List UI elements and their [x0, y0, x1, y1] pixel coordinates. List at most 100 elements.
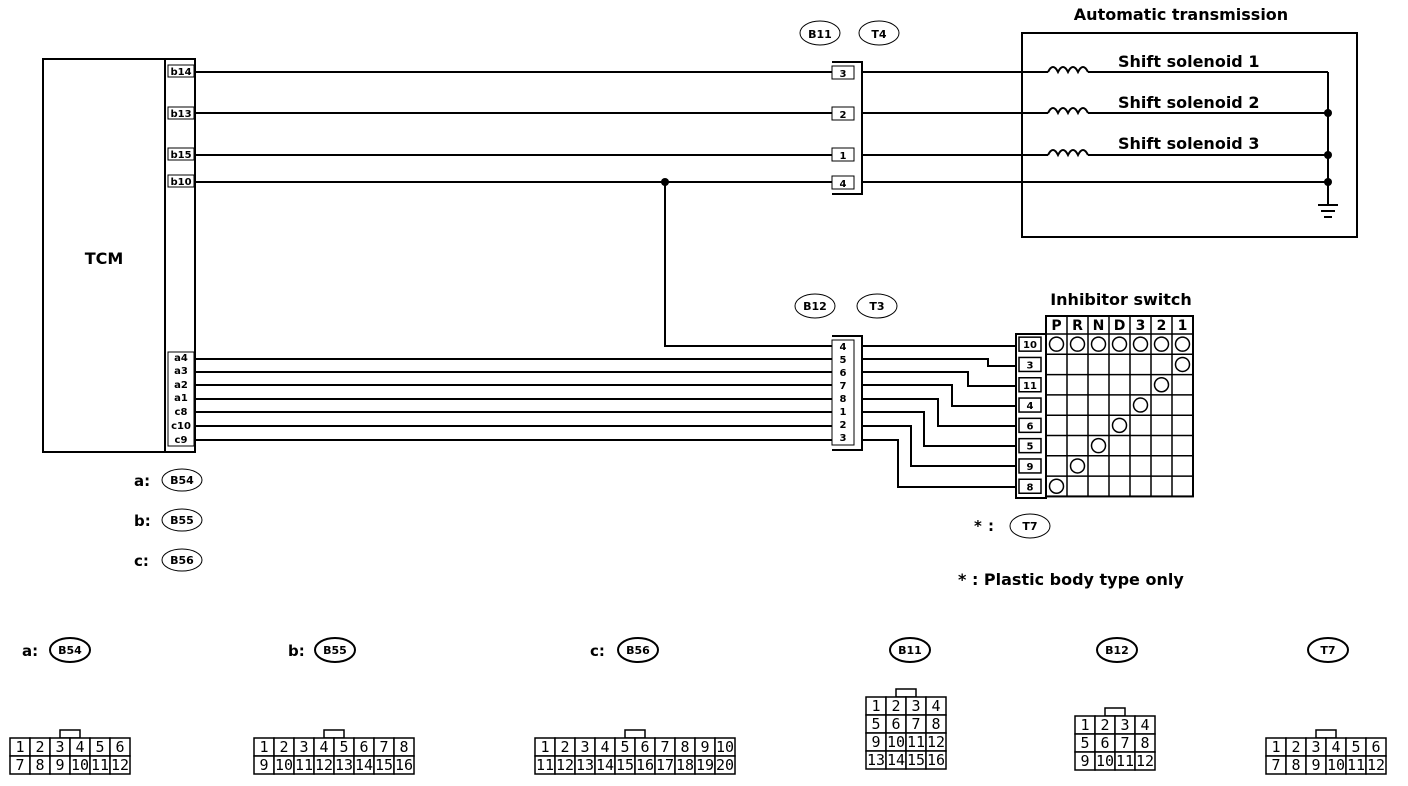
note-code: T7: [1022, 520, 1037, 533]
connector-cavity-number: 5: [95, 738, 104, 756]
connector-cavity-number: 7: [1120, 734, 1129, 752]
connector-cavity-number: 10: [1327, 756, 1345, 774]
legend-code: B55: [170, 514, 194, 527]
connector-cavity-number: 8: [680, 738, 689, 756]
connector-cavity-number: 8: [35, 756, 44, 774]
tcm-pin-label: b13: [170, 109, 191, 120]
connector-cavity-number: 12: [556, 756, 574, 774]
connector-cavity-number: 15: [375, 756, 393, 774]
upper-connector-pin: 4: [840, 179, 847, 190]
connector-legend: a: B54 b: B55 c: B56: [134, 468, 203, 572]
connector-cavity-number: 4: [1140, 716, 1149, 734]
connector-cavity-number: 7: [15, 756, 24, 774]
connector-cavity-number: 12: [315, 756, 333, 774]
connector-cavity-number: 5: [1080, 734, 1089, 752]
inhibitor-title: Inhibitor switch: [1050, 290, 1192, 309]
connector-cavity-number: 8: [1140, 734, 1149, 752]
lower-connector-pin: 5: [840, 355, 847, 366]
note-text: * : Plastic body type only: [958, 570, 1184, 589]
connector-cavity-number: 16: [395, 756, 413, 774]
position-header: D: [1114, 318, 1126, 334]
connector-cavity-number: 14: [355, 756, 373, 774]
tcm-pin-label: a4: [174, 353, 188, 364]
connector-cavity-number: 14: [596, 756, 614, 774]
coil-icon: [1047, 149, 1089, 158]
connector-cavity-number: 13: [576, 756, 594, 774]
lower-wires: [195, 358, 832, 441]
inhibitor-pin: 8: [1027, 482, 1034, 493]
connector-cavity-number: 7: [379, 738, 388, 756]
continuity-mark: [1069, 336, 1086, 352]
position-header: 2: [1157, 318, 1167, 334]
connector-cavity-number: 12: [1367, 756, 1385, 774]
connector-cavity-number: 2: [560, 738, 569, 756]
connector-cavity-number: 11: [1347, 756, 1365, 774]
tcm-pin-label: b10: [170, 177, 191, 188]
connector-cavity-number: 1: [540, 738, 549, 756]
inhibitor-pin: 3: [1027, 360, 1034, 371]
coil-icon: [1047, 107, 1089, 116]
connector-cavity-number: 16: [636, 756, 654, 774]
connector-cavity-number: 13: [867, 751, 885, 769]
legend-letter: a:: [134, 472, 150, 490]
continuity-mark: [1153, 377, 1170, 393]
tcm-pin-strip: [164, 58, 196, 453]
connector-cavity-number: 12: [927, 733, 945, 751]
connector-cavity-number: 8: [399, 738, 408, 756]
continuity-mark: [1111, 336, 1128, 352]
coil-icon: [1047, 66, 1089, 75]
legend-letter: b:: [134, 512, 151, 530]
solenoid-label: Shift solenoid 1: [1118, 52, 1259, 71]
lower-connector-pin: 2: [840, 420, 847, 431]
tcm-pin-label: a2: [174, 380, 188, 391]
connector-cavity-number: 10: [71, 756, 89, 774]
connector-view-code: B55: [323, 644, 347, 657]
lower-connector-code: T3: [869, 300, 884, 313]
tcm-pin-label: b14: [170, 67, 191, 78]
connector-cavity-number: 6: [1100, 734, 1109, 752]
tcm-top-pins: b14 b13 b15 b10: [167, 64, 195, 188]
connector-cavity-number: 10: [887, 733, 905, 751]
upper-connector-pin: 3: [840, 69, 847, 80]
lower-connector-pin: 3: [840, 433, 847, 444]
connector-cavity-number: 2: [1100, 716, 1109, 734]
lower-connector-code: B12: [803, 300, 827, 313]
connector-cavity-number: 5: [1351, 738, 1360, 756]
tcm-pin-label: c9: [175, 435, 188, 446]
connector-cavity-number: 15: [907, 751, 925, 769]
connector-cavity-number: 12: [111, 756, 129, 774]
connector-cavity-number: 9: [1080, 752, 1089, 770]
position-header: R: [1072, 318, 1083, 334]
transmission-wires: [862, 71, 1328, 183]
connector-cavity-number: 7: [1271, 756, 1280, 774]
continuity-mark: [1174, 336, 1191, 352]
connector-cavity-number: 3: [1120, 716, 1129, 734]
inhibitor-pin: 6: [1027, 421, 1034, 432]
connector-cavity-number: 1: [1271, 738, 1280, 756]
connector-cavity-number: 3: [55, 738, 64, 756]
upper-connector-code: B11: [808, 28, 832, 41]
connector-cavity-number: 13: [335, 756, 353, 774]
connector-cavity-number: 6: [115, 738, 124, 756]
ground-icon: [1318, 204, 1338, 218]
transmission-box: Automatic transmission Shift solenoid 1 …: [1021, 5, 1358, 238]
connector-cavity-number: 11: [1116, 752, 1134, 770]
connector-cavity-number: 11: [295, 756, 313, 774]
connector-cavity-number: 8: [931, 715, 940, 733]
note: * : T7 * : Plastic body type only: [958, 513, 1184, 589]
tcm-label: TCM: [85, 249, 124, 268]
continuity-mark: [1174, 356, 1191, 373]
continuity-mark: [1090, 336, 1107, 352]
connector-cavity-number: 19: [696, 756, 714, 774]
upper-connector-code: T4: [871, 28, 887, 41]
connector-view-code: B11: [898, 644, 922, 657]
solenoid-label: Shift solenoid 2: [1118, 93, 1259, 112]
continuity-mark: [1111, 417, 1128, 434]
connector-cavity-number: 2: [35, 738, 44, 756]
connector-cavity-number: 3: [911, 697, 920, 715]
connector-view-code: B54: [58, 644, 82, 657]
